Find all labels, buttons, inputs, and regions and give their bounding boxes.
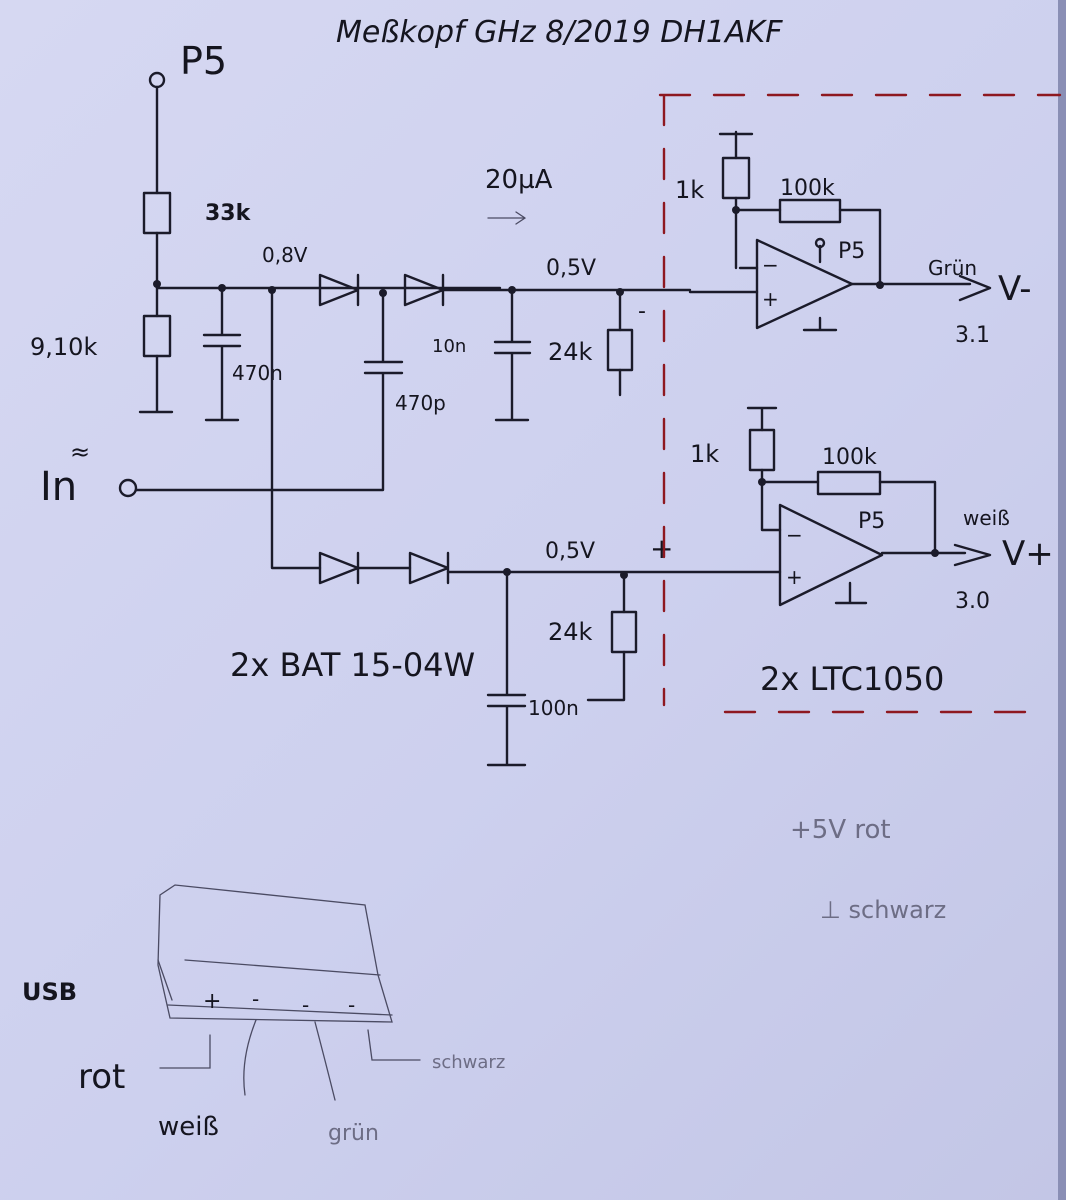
r1k-lower-label: 1k [690, 440, 719, 468]
resistor-100k-upper [778, 198, 842, 224]
resistor-1k-lower [748, 428, 776, 472]
c470n-label: 470n [232, 361, 283, 385]
r100k-lower-label: 100k [822, 445, 877, 470]
v-plus-value: 3.0 [955, 589, 990, 614]
rf-input: In ≈ [40, 438, 138, 510]
c100n-label: 100n [528, 696, 579, 720]
pin-3: - [302, 993, 309, 1017]
title: Meßkopf GHz 8/2019 DH1AKF [336, 15, 783, 50]
diode-lower-1 [318, 551, 360, 585]
supply-plus-label: +5V rot [790, 815, 891, 845]
pin-4: - [348, 993, 355, 1017]
v05-lower-label: 0,5V [545, 539, 595, 564]
p5-label: P5 [180, 39, 227, 83]
resistor-1k-upper [721, 156, 751, 200]
rot-label: rot [78, 1057, 125, 1097]
resistor-33k [142, 191, 172, 235]
opamp-upper: − + 1k 100k P5 Grün V- 3.1 [675, 130, 1032, 348]
diode-upper-1 [318, 273, 360, 307]
weiss-usb-label: weiß [158, 1112, 219, 1142]
lower-filter: 100n 24k [486, 570, 638, 767]
opamps-label: 2x LTC1050 [760, 660, 944, 698]
gruen-usb-label: grün [328, 1121, 379, 1146]
p5-upper-label: P5 [838, 239, 865, 264]
diode-lower-2 [408, 551, 450, 585]
usb-connector: USB + - - - rot weiß grün schwarz [22, 884, 505, 1146]
opamp-lower-minus: − [786, 523, 803, 547]
v-plus-label: V+ [1002, 534, 1054, 574]
r33k-label: 33k [205, 201, 252, 226]
plus-sign: + [650, 532, 673, 565]
current-label: 20µA [485, 165, 553, 195]
opamp-upper-plus: + [762, 287, 779, 311]
input-terminal [118, 478, 138, 498]
r910k-label: 9,10k [30, 333, 97, 361]
p5-lower-label: P5 [858, 509, 885, 534]
upper-filter: 10n 24k 0,5V - [432, 256, 692, 422]
current-arrow [487, 211, 527, 225]
rf-symbol: ≈ [70, 438, 90, 466]
opamp-lower: − + 1k 100k P5 weiß V+ 3.0 [690, 406, 1054, 614]
pin-minus: - [252, 987, 259, 1011]
node-0-8v: 0,8V [262, 243, 322, 570]
r1k-upper-label: 1k [675, 176, 704, 204]
opamp-box [658, 93, 1062, 714]
pin-plus: + [203, 989, 221, 1014]
upper-diodes: 470p [134, 273, 446, 492]
supply-gnd-label: ⊥ schwarz [820, 896, 946, 924]
resistor-24k-upper [606, 328, 634, 372]
input-label: In [40, 464, 77, 510]
r24k-upper-label: 24k [548, 338, 593, 366]
c470p-label: 470p [395, 391, 446, 415]
weiss-out-label: weiß [963, 506, 1010, 530]
v08-label: 0,8V [262, 243, 308, 267]
diode-upper-2 [403, 273, 445, 307]
diodes-label: 2x BAT 15-04W [230, 646, 475, 684]
lower-diodes: 0,5V + [318, 532, 782, 585]
usb-label: USB [22, 978, 77, 1006]
r100k-upper-label: 100k [780, 176, 835, 201]
resistor-100k-lower [816, 470, 882, 496]
c10n-label: 10n [432, 336, 466, 357]
v-minus-label: V- [998, 269, 1032, 309]
p5-terminal [148, 71, 166, 89]
bias-divider: 9,10k [30, 280, 174, 414]
opamp-lower-plus: + [786, 565, 803, 589]
schwarz-usb-label: schwarz [432, 1052, 505, 1073]
table-edge [1058, 0, 1066, 1200]
opamp-upper-minus: − [762, 253, 779, 277]
v05-upper-label: 0,5V [546, 256, 596, 281]
v-minus-value: 3.1 [955, 323, 990, 348]
minus-sign: - [638, 299, 646, 324]
r24k-lower-label: 24k [548, 618, 593, 646]
p5-supply-branch: P5 33k [142, 39, 252, 286]
gruen-label: Grün [928, 256, 977, 280]
resistor-24k-lower [610, 610, 638, 654]
resistor-9-10k [142, 314, 172, 358]
